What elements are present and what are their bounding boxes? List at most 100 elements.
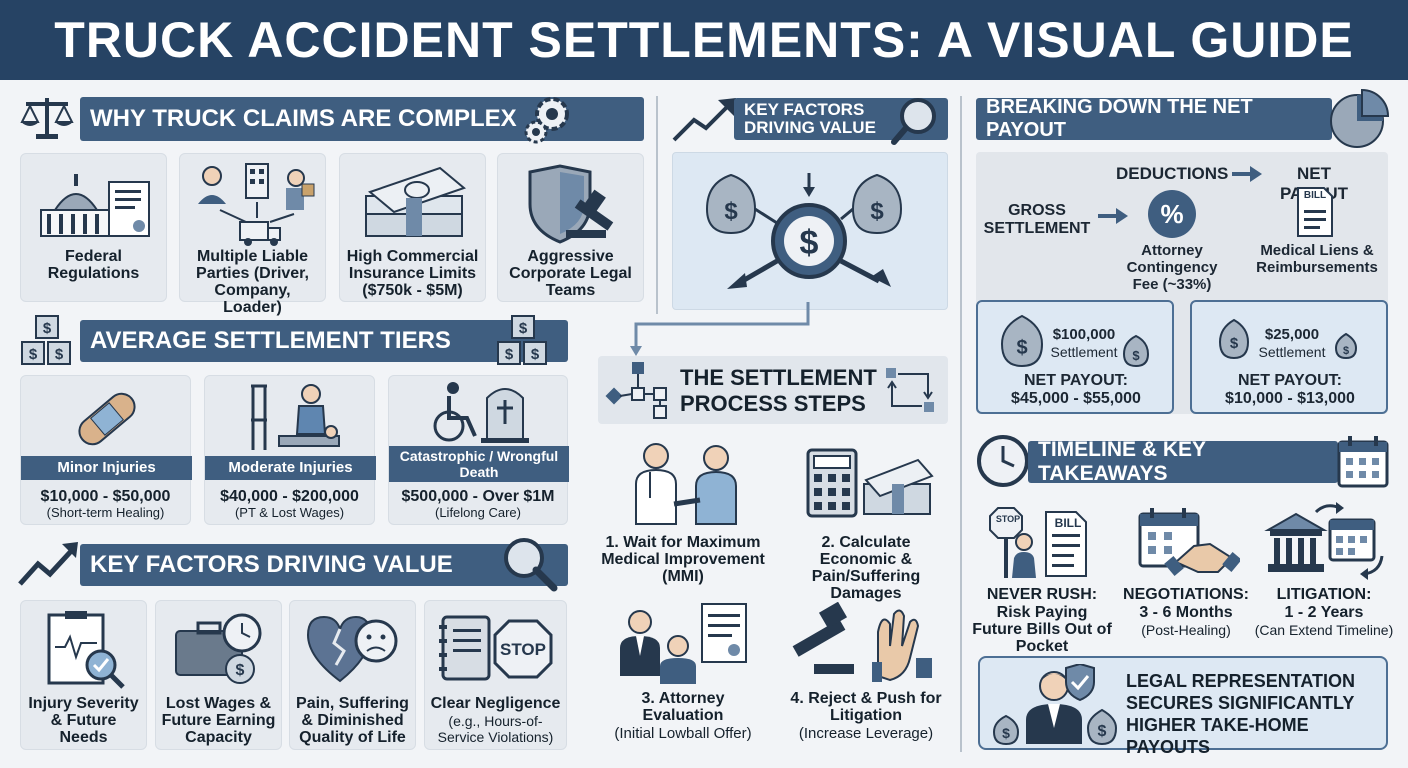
complex-card-legal: Aggressive Corporate Legal Teams	[497, 153, 644, 302]
complex-label: Federal Regulations	[47, 248, 140, 282]
cash-stack-icon	[365, 166, 467, 237]
factor-card-wages: $ Lost Wages & Future Earning Capacity	[155, 600, 282, 750]
value-drivers-panel: $ $ $	[672, 152, 948, 310]
money-flow-icon: $ $ $	[705, 173, 903, 289]
money-blocks-icon: $ $ $	[494, 314, 554, 368]
bandage-icon	[78, 392, 136, 446]
timeline-title: LITIGATION:	[1276, 586, 1372, 603]
timeline-item-litigation: LITIGATION: 1 - 2 Years (Can Extend Time…	[1252, 500, 1396, 640]
factor-card-severity: Injury Severity & Future Needs	[20, 600, 147, 750]
arrow-right-icon	[1232, 166, 1262, 182]
wheelchair-headstone-icon	[433, 382, 529, 443]
complex-label: Multiple Liable Parties (Driver, Company…	[196, 248, 309, 316]
tiers-heading: AVERAGE SETTLEMENT TIERS	[80, 320, 568, 362]
factor-card-pain: Pain, Suffering & Diminished Quality of …	[289, 600, 416, 750]
process-step-4: 4. Reject & Push for Litigation (Increas…	[782, 596, 950, 746]
timeline-text: 1 - 2 Years	[1284, 604, 1364, 621]
payout-heading: BREAKING DOWN THE NET PAYOUT	[976, 96, 1332, 141]
svg-text:$: $	[1230, 335, 1239, 352]
tier-card-moderate: Moderate Injuries $40,000 - $200,000 (PT…	[204, 375, 376, 525]
step-label: 2. Calculate Economic & Pain/Suffering D…	[811, 534, 921, 602]
svg-text:$: $	[519, 320, 528, 337]
clock-icon	[976, 434, 1030, 488]
tier-range: $40,000 - $200,000	[220, 488, 359, 505]
flowchart-icon	[605, 362, 667, 419]
svg-text:$: $	[43, 320, 52, 337]
timeline-heading: TIMELINE & KEY TAKEAWAYS	[1028, 438, 1338, 485]
svg-text:$: $	[29, 346, 38, 363]
arrow-right-icon	[1098, 208, 1128, 224]
bill-text: BILL	[1054, 516, 1082, 530]
example-word: Settlement	[1258, 344, 1326, 360]
magnifier-icon	[890, 94, 946, 148]
stop-sign-text: STOP	[500, 640, 546, 659]
timeline-note: (Can Extend Timeline)	[1254, 622, 1394, 638]
process-step-1: 1. Wait for Maximum Medical Improvement …	[600, 434, 766, 585]
complex-card-insurance: High Commercial Insurance Limits ($750k …	[339, 153, 486, 302]
callout-text: LEGAL REPRESENTATION SECURES SIGNIFICANT…	[1126, 671, 1356, 757]
crutches-therapy-icon	[251, 384, 340, 450]
complex-label: Aggressive Corporate Legal Teams	[509, 248, 632, 299]
pie-chart-icon	[1326, 88, 1392, 150]
factor-label: Pain, Suffering & Diminished Quality of …	[296, 695, 409, 746]
complex-card-federal: Federal Regulations	[20, 153, 167, 302]
deductions-label: DEDUCTIONS	[1116, 164, 1229, 183]
payout-example-100k: $ $ $100,000 Settlement NET PAYOUT: $45,…	[976, 300, 1174, 414]
bill-icon	[1297, 187, 1333, 237]
courthouse-calendar-icon	[1264, 502, 1384, 580]
attorney-fee-label: Attorney Contingency Fee (~33%)	[1126, 242, 1218, 293]
liens-label: Medical Liens & Reimbursements	[1256, 242, 1378, 276]
timeline-item-negotiations: NEGOTIATIONS: 3 - 6 Months (Post-Healing…	[1118, 500, 1254, 640]
tier-range: $10,000 - $50,000	[40, 488, 171, 505]
calendar-handshake-icon	[1138, 508, 1240, 576]
trend-arrow-icon	[16, 538, 82, 590]
capitol-icon	[40, 174, 150, 237]
example-net-range: $10,000 - $13,000	[1225, 390, 1355, 407]
step-label: 1. Wait for Maximum Medical Improvement …	[601, 534, 765, 585]
step-note: (Initial Lowball Offer)	[614, 725, 752, 742]
connector-arrow	[630, 302, 810, 356]
timeline-text: Risk Paying Future Bills Out of Pocket	[972, 604, 1112, 655]
example-word: Settlement	[1050, 344, 1118, 360]
complex-card-parties: Multiple Liable Parties (Driver, Company…	[179, 153, 326, 316]
example-net-label: NET PAYOUT:	[1023, 372, 1128, 389]
payout-example-25k: $ $ $25,000 Settlement NET PAYOUT: $10,0…	[1190, 300, 1388, 414]
factor-card-negligence: STOP Clear Negligence (e.g., Hours-of-Se…	[424, 600, 567, 750]
timeline-title: NEVER RUSH:	[986, 586, 1098, 603]
tier-name: Minor Injuries	[21, 456, 192, 480]
timeline-note: (Post-Healing)	[1141, 622, 1231, 638]
example-amount: $25,000	[1264, 326, 1320, 343]
svg-text:$: $	[1098, 723, 1107, 740]
percent-icon: %	[1148, 190, 1196, 238]
doctor-handshake-icon	[635, 443, 737, 525]
representation-callout: $ $ LEGAL REPRESENTATION SECURES SIGNIFI…	[978, 656, 1388, 757]
svg-text:$: $	[505, 346, 514, 363]
svg-text:$: $	[1132, 348, 1140, 363]
process-heading: THE SETTLEMENT PROCESS STEPS	[680, 365, 877, 416]
gavel-hands-icon	[792, 602, 932, 682]
column-divider	[960, 96, 962, 752]
calculator-cash-icon	[806, 448, 934, 518]
svg-text:$: $	[724, 198, 738, 225]
svg-text:$: $	[870, 198, 884, 225]
shield-gavel-icon	[528, 164, 614, 244]
stop-bill-icon	[989, 507, 1087, 578]
trend-arrow-icon	[670, 96, 740, 144]
svg-text:$: $	[1002, 725, 1010, 741]
clipboard-check-icon	[47, 611, 125, 689]
cycle-icon	[886, 368, 934, 412]
payout-panel: GROSS SETTLEMENT DEDUCTIONS NET PAYOUT %…	[976, 152, 1388, 414]
gears-icon	[520, 92, 576, 148]
svg-text:$: $	[531, 346, 540, 363]
logbook-stop-icon	[439, 615, 553, 681]
bill-text: BILL	[1303, 190, 1327, 201]
money-bag-icon: $ $	[1218, 318, 1358, 360]
tier-note: (PT & Lost Wages)	[234, 505, 345, 520]
tier-name: Catastrophic / Wrongful Death	[389, 446, 569, 482]
step-label: 3. Attorney Evaluation	[641, 690, 725, 724]
svg-text:$: $	[1343, 345, 1349, 357]
broken-heart-icon	[306, 615, 398, 683]
svg-text:$: $	[55, 346, 64, 363]
liable-parties-icon	[198, 163, 315, 246]
factor-label: Injury Severity & Future Needs	[28, 695, 139, 746]
